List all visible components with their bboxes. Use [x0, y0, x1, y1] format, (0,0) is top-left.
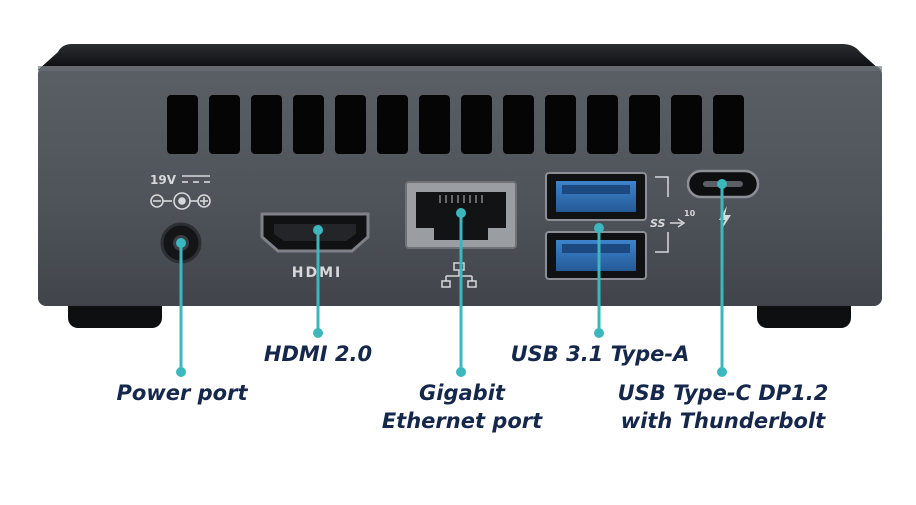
- vent-slot: [251, 95, 282, 154]
- vent-slot: [671, 95, 702, 154]
- vent-slot: [713, 95, 744, 154]
- vent-slot: [167, 95, 198, 154]
- chassis-top-edge: [38, 66, 882, 71]
- usb-type-a-label: USB 3.1 Type-A: [510, 342, 690, 366]
- vent-slot: [419, 95, 450, 154]
- svg-text:SS: SS: [650, 217, 666, 230]
- ethernet-contacts: [439, 195, 483, 203]
- hdmi-logo: HDMI: [292, 265, 342, 281]
- ethernet-leader-start-dot: [456, 208, 466, 218]
- vent-slot: [461, 95, 492, 154]
- usb-type-c-leader-end-dot: [717, 367, 727, 377]
- ethernet-label: Gigabit Ethernet port: [381, 381, 543, 433]
- usb-type-a-leader-end-dot: [594, 328, 604, 338]
- power-port-label: Power port: [116, 381, 248, 405]
- ethernet-leader-end-dot: [456, 367, 466, 377]
- hdmi-label: HDMI 2.0: [263, 342, 373, 366]
- vent-slot: [293, 95, 324, 154]
- power-leader-start-dot: [176, 238, 186, 248]
- ventilation-grille: [167, 95, 744, 154]
- vent-slot: [503, 95, 534, 154]
- hdmi-leader-start-dot: [313, 225, 323, 235]
- superspeed-usb-icon: SS 10: [650, 209, 696, 230]
- usb-type-c-label: USB Type-C DP1.2 with Thunderbolt: [617, 381, 829, 433]
- ethernet-network-icon: [441, 262, 477, 288]
- top-lid: [38, 44, 880, 70]
- usb-type-c-leader-start-dot: [717, 179, 727, 189]
- usb-type-a-leader-start-dot: [594, 223, 604, 233]
- vent-slot: [377, 95, 408, 154]
- usb-type-a-port-top: [545, 172, 647, 221]
- vent-slot: [335, 95, 366, 154]
- vent-slot: [545, 95, 576, 154]
- vent-slot: [587, 95, 618, 154]
- usb-speed-marking: 10: [684, 209, 696, 218]
- hdmi-leader-end-dot: [313, 328, 323, 338]
- voltage-marking: 19V: [150, 173, 177, 187]
- dc-polarity-icon: [150, 175, 211, 210]
- leader-lines: [176, 179, 727, 377]
- usb-type-a-port-bottom: [545, 231, 647, 280]
- vent-slot: [629, 95, 660, 154]
- usb-bracket: [655, 176, 669, 253]
- vent-slot: [209, 95, 240, 154]
- power-leader-end-dot: [176, 367, 186, 377]
- thunderbolt-icon: [719, 206, 731, 232]
